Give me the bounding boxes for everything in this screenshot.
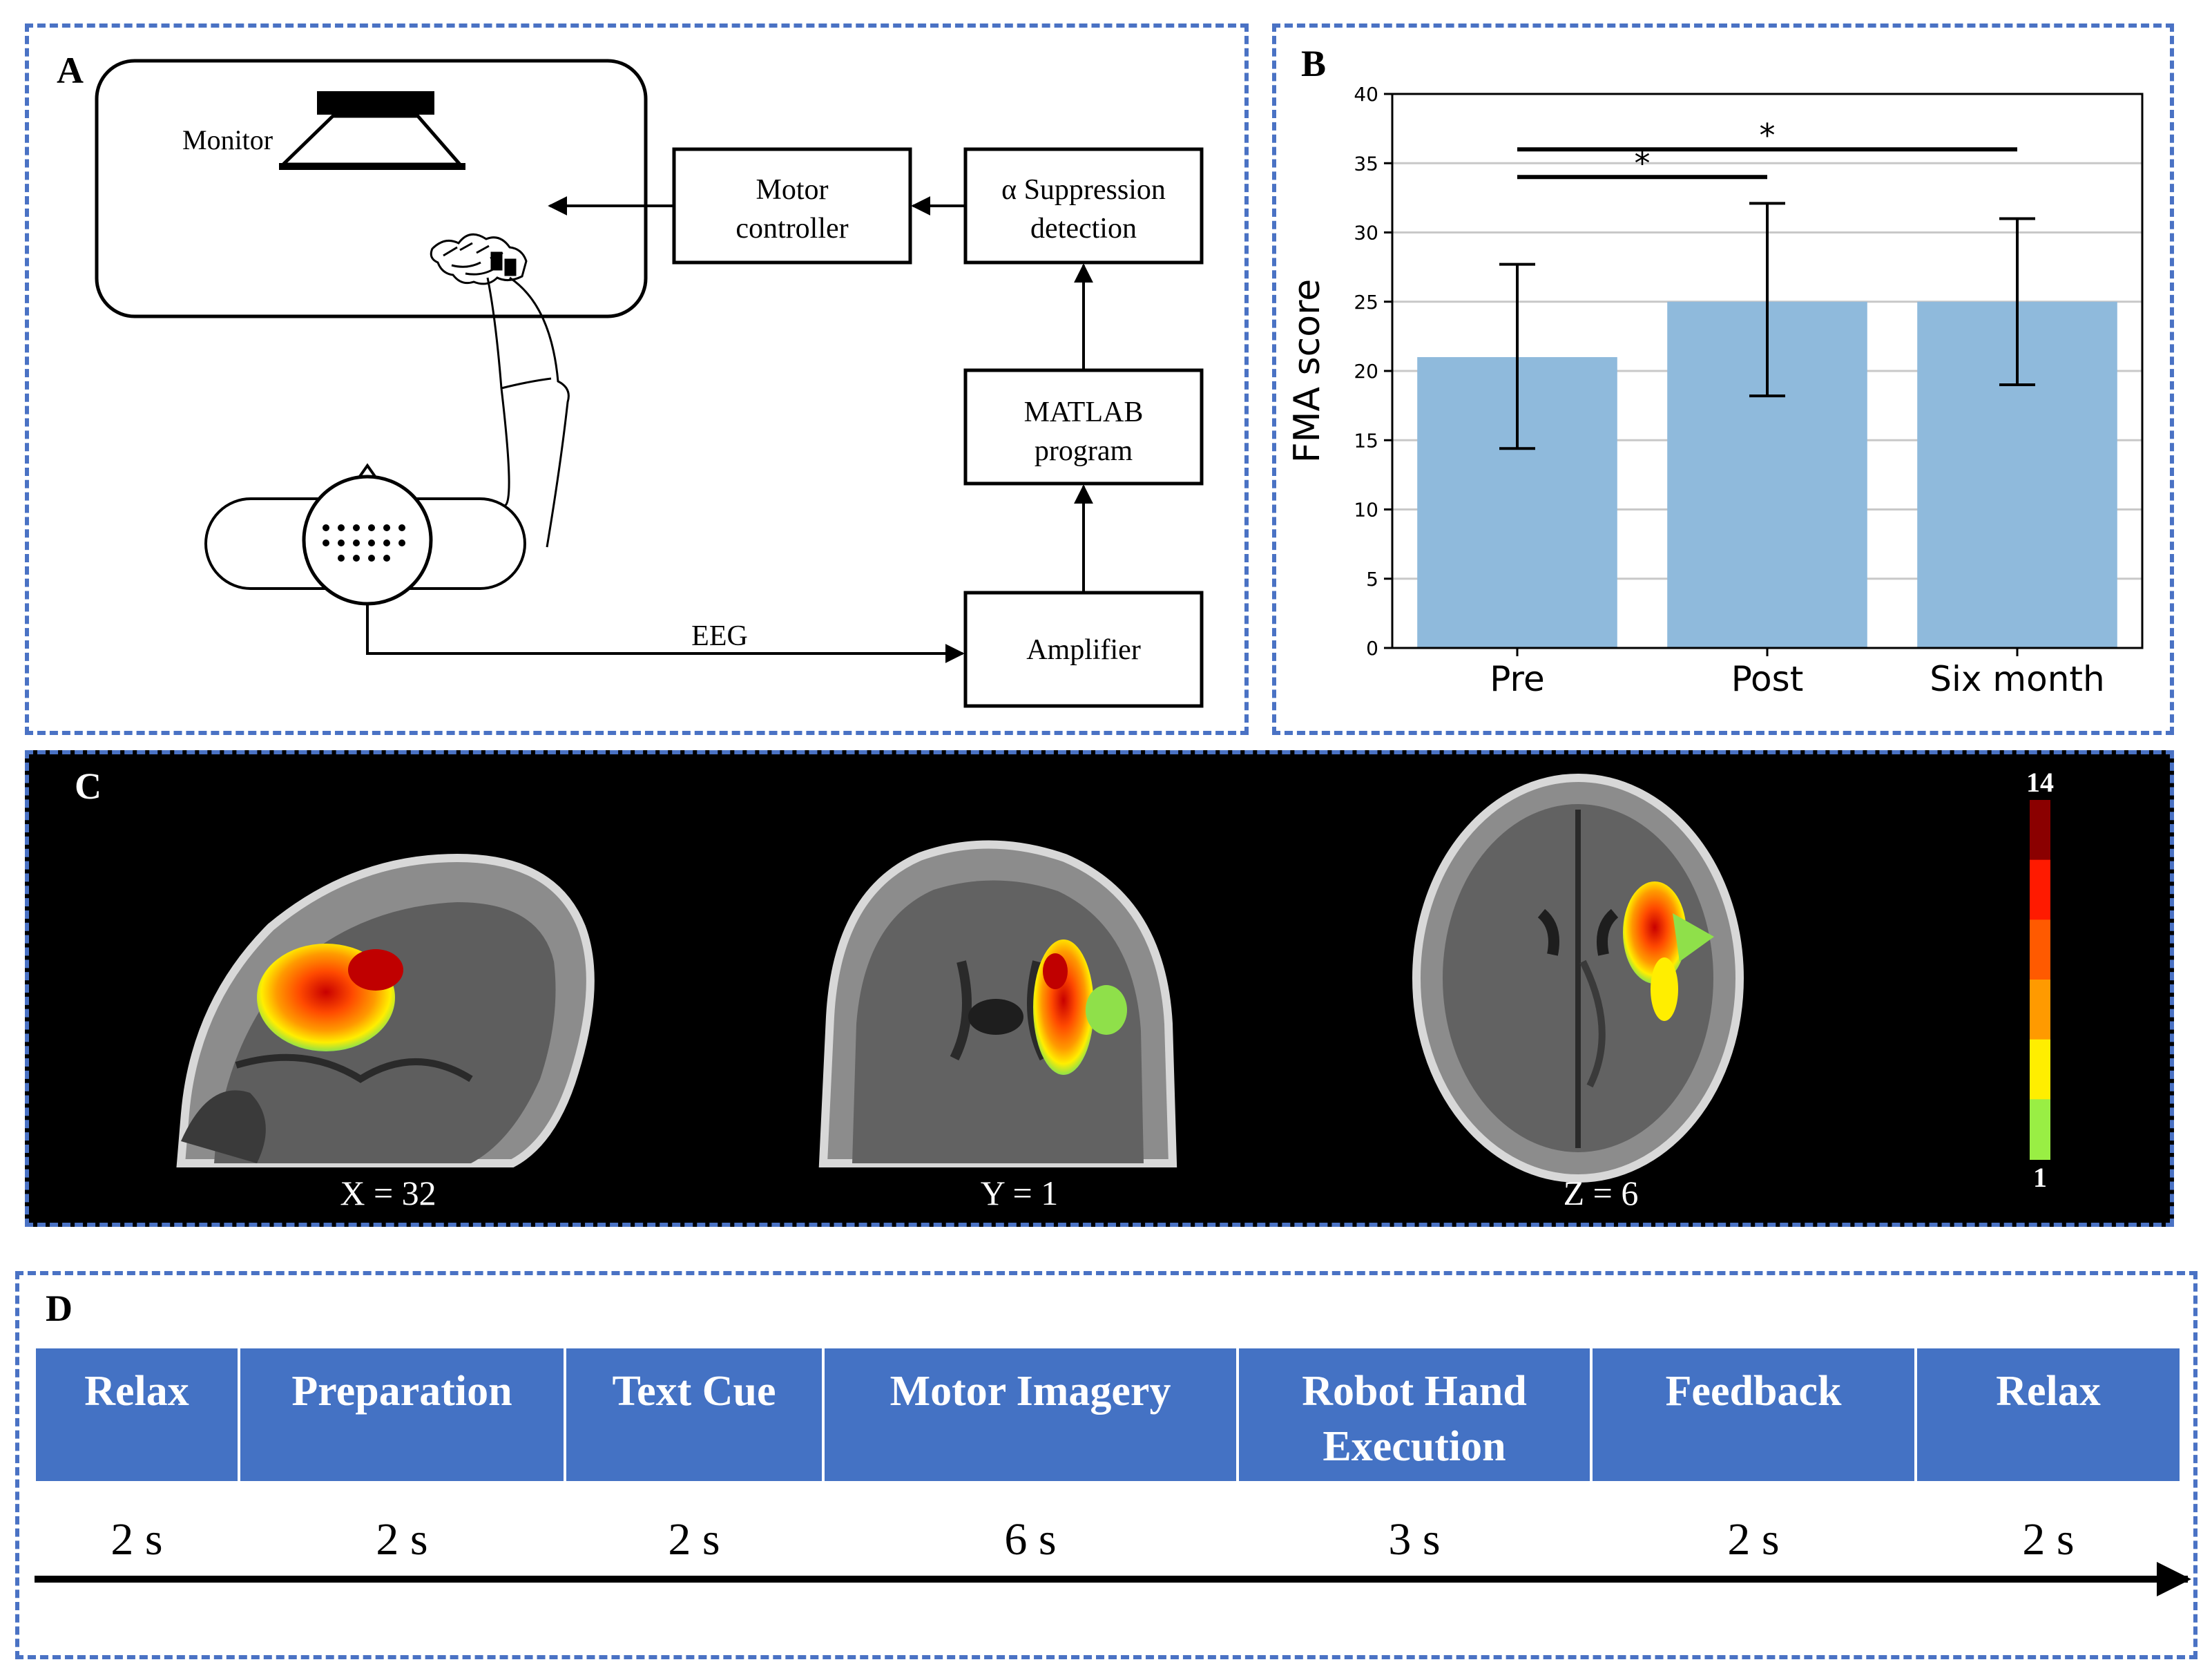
matlab-program-box bbox=[963, 368, 1204, 486]
alpha-suppression-line-2: detection bbox=[1030, 213, 1137, 245]
panel-c: C X = 32 Y = 1 bbox=[25, 750, 2174, 1227]
phase-label: Motor Imagery bbox=[890, 1368, 1171, 1415]
y-tick-label: 0 bbox=[1366, 637, 1378, 660]
colorbar-max-label: 14 bbox=[2026, 767, 2054, 798]
phase-label: Relax bbox=[84, 1368, 189, 1415]
phase-duration: 2 s bbox=[668, 1514, 720, 1565]
panel-d: D Relax 2 s Preparation 2 s Text Cue 2 s Motor… bbox=[15, 1271, 2197, 1659]
motor-controller-line-1: Motor bbox=[756, 174, 829, 206]
phase-label-line: Relax bbox=[1996, 1368, 2101, 1415]
colorbar-segment bbox=[2030, 1099, 2050, 1160]
phase-label: Text Cue bbox=[612, 1368, 776, 1415]
phase-label: Preparation bbox=[291, 1368, 512, 1415]
y-tick-label: 5 bbox=[1366, 568, 1378, 591]
significance-star: * bbox=[1760, 117, 1776, 154]
amplifier-box bbox=[963, 591, 1204, 708]
motor-controller-line-2: controller bbox=[735, 213, 848, 245]
phase-duration: 2 s bbox=[1727, 1514, 1779, 1565]
y-tick-label: 20 bbox=[1354, 360, 1378, 383]
panel-a-letter: A bbox=[57, 50, 84, 91]
phase-duration: 2 s bbox=[110, 1514, 162, 1565]
colorbar-segment bbox=[2030, 980, 2050, 1040]
y-tick-label: 40 bbox=[1354, 83, 1378, 106]
coronal-slice bbox=[818, 840, 1177, 1167]
phase-label: Relax bbox=[1996, 1368, 2101, 1415]
y-axis-label: FMA score bbox=[1287, 279, 1328, 464]
panel-c-letter: C bbox=[75, 765, 102, 807]
motor-controller-box bbox=[672, 147, 912, 265]
axial-slice bbox=[1412, 774, 1744, 1183]
colorbar-segment bbox=[2030, 800, 2050, 861]
phase-label: Feedback bbox=[1666, 1368, 1842, 1415]
brain-slices: C X = 32 Y = 1 bbox=[75, 765, 2054, 1212]
slice-label-z: Z = 6 bbox=[1564, 1174, 1639, 1212]
robot-hand-icon bbox=[430, 233, 570, 548]
phase-duration: 6 s bbox=[1004, 1514, 1056, 1565]
phase-label-line: Feedback bbox=[1666, 1368, 1842, 1415]
trial-timeline: D Relax 2 s Preparation 2 s Text Cue 2 s Motor… bbox=[35, 1288, 2191, 1596]
colorbar-segment bbox=[2030, 1039, 2050, 1100]
monitor-screen bbox=[95, 59, 648, 318]
nose-icon bbox=[358, 463, 377, 479]
phase-box bbox=[825, 1348, 1236, 1481]
plot-frame bbox=[1391, 93, 2144, 649]
x-tick-label: Pre bbox=[1490, 659, 1545, 699]
amplifier-label: Amplifier bbox=[1026, 634, 1141, 666]
phase-label-line: Text Cue bbox=[612, 1368, 776, 1415]
system-diagram: A Monitor Motor controller bbox=[57, 50, 1204, 708]
x-tick-label: Six month bbox=[1930, 659, 2104, 699]
matlab-line-2: program bbox=[1035, 435, 1133, 467]
phase-label-line: Robot Hand bbox=[1302, 1368, 1527, 1415]
y-tick-label: 10 bbox=[1354, 499, 1378, 522]
monitor-stand-top bbox=[317, 91, 434, 115]
eeg-label: EEG bbox=[691, 620, 748, 652]
panel-a: A Monitor Motor controller bbox=[25, 23, 1249, 735]
colorbar bbox=[2030, 800, 2050, 1160]
panel-b-letter: B bbox=[1301, 43, 1326, 84]
eeg-electrodes bbox=[323, 524, 405, 562]
phase-label-line: Relax bbox=[84, 1368, 189, 1415]
monitor-stand-base bbox=[279, 163, 465, 170]
phase-duration: 2 s bbox=[376, 1514, 427, 1565]
colorbar-segment bbox=[2030, 919, 2050, 980]
colorbar-min-label: 1 bbox=[2033, 1162, 2047, 1193]
significance-star: * bbox=[1635, 144, 1651, 182]
y-tick-label: 15 bbox=[1354, 429, 1378, 452]
y-tick-label: 35 bbox=[1354, 152, 1378, 175]
phase-label-line: Motor Imagery bbox=[890, 1368, 1171, 1415]
slice-label-x: X = 32 bbox=[340, 1174, 436, 1212]
monitor-label: Monitor bbox=[182, 124, 273, 155]
head-icon bbox=[302, 475, 433, 606]
phase-box bbox=[1593, 1348, 1914, 1481]
phase-label-line: Preparation bbox=[291, 1368, 512, 1415]
phase-box bbox=[240, 1348, 564, 1481]
panel-d-letter: D bbox=[46, 1288, 73, 1329]
y-tick-label: 25 bbox=[1354, 291, 1378, 314]
phase-box bbox=[1917, 1348, 2180, 1481]
colorbar-segment bbox=[2030, 859, 2050, 921]
alpha-suppression-line-1: α Suppression bbox=[1001, 174, 1166, 206]
monitor-stand bbox=[278, 114, 464, 166]
x-tick-label: Post bbox=[1731, 659, 1804, 699]
matlab-line-1: MATLAB bbox=[1024, 397, 1144, 428]
phase-duration: 3 s bbox=[1388, 1514, 1440, 1565]
phase-box bbox=[566, 1348, 822, 1481]
slice-label-y: Y = 1 bbox=[981, 1174, 1058, 1212]
eeg-signal-line bbox=[366, 604, 965, 663]
alpha-suppression-box bbox=[963, 147, 1204, 265]
phase-box bbox=[36, 1348, 238, 1481]
y-tick-label: 30 bbox=[1354, 222, 1378, 245]
phase-box bbox=[1239, 1348, 1590, 1481]
phase-duration: 2 s bbox=[2022, 1514, 2074, 1565]
sagittal-slice bbox=[176, 853, 595, 1167]
phase-label-line: Execution bbox=[1323, 1423, 1506, 1470]
